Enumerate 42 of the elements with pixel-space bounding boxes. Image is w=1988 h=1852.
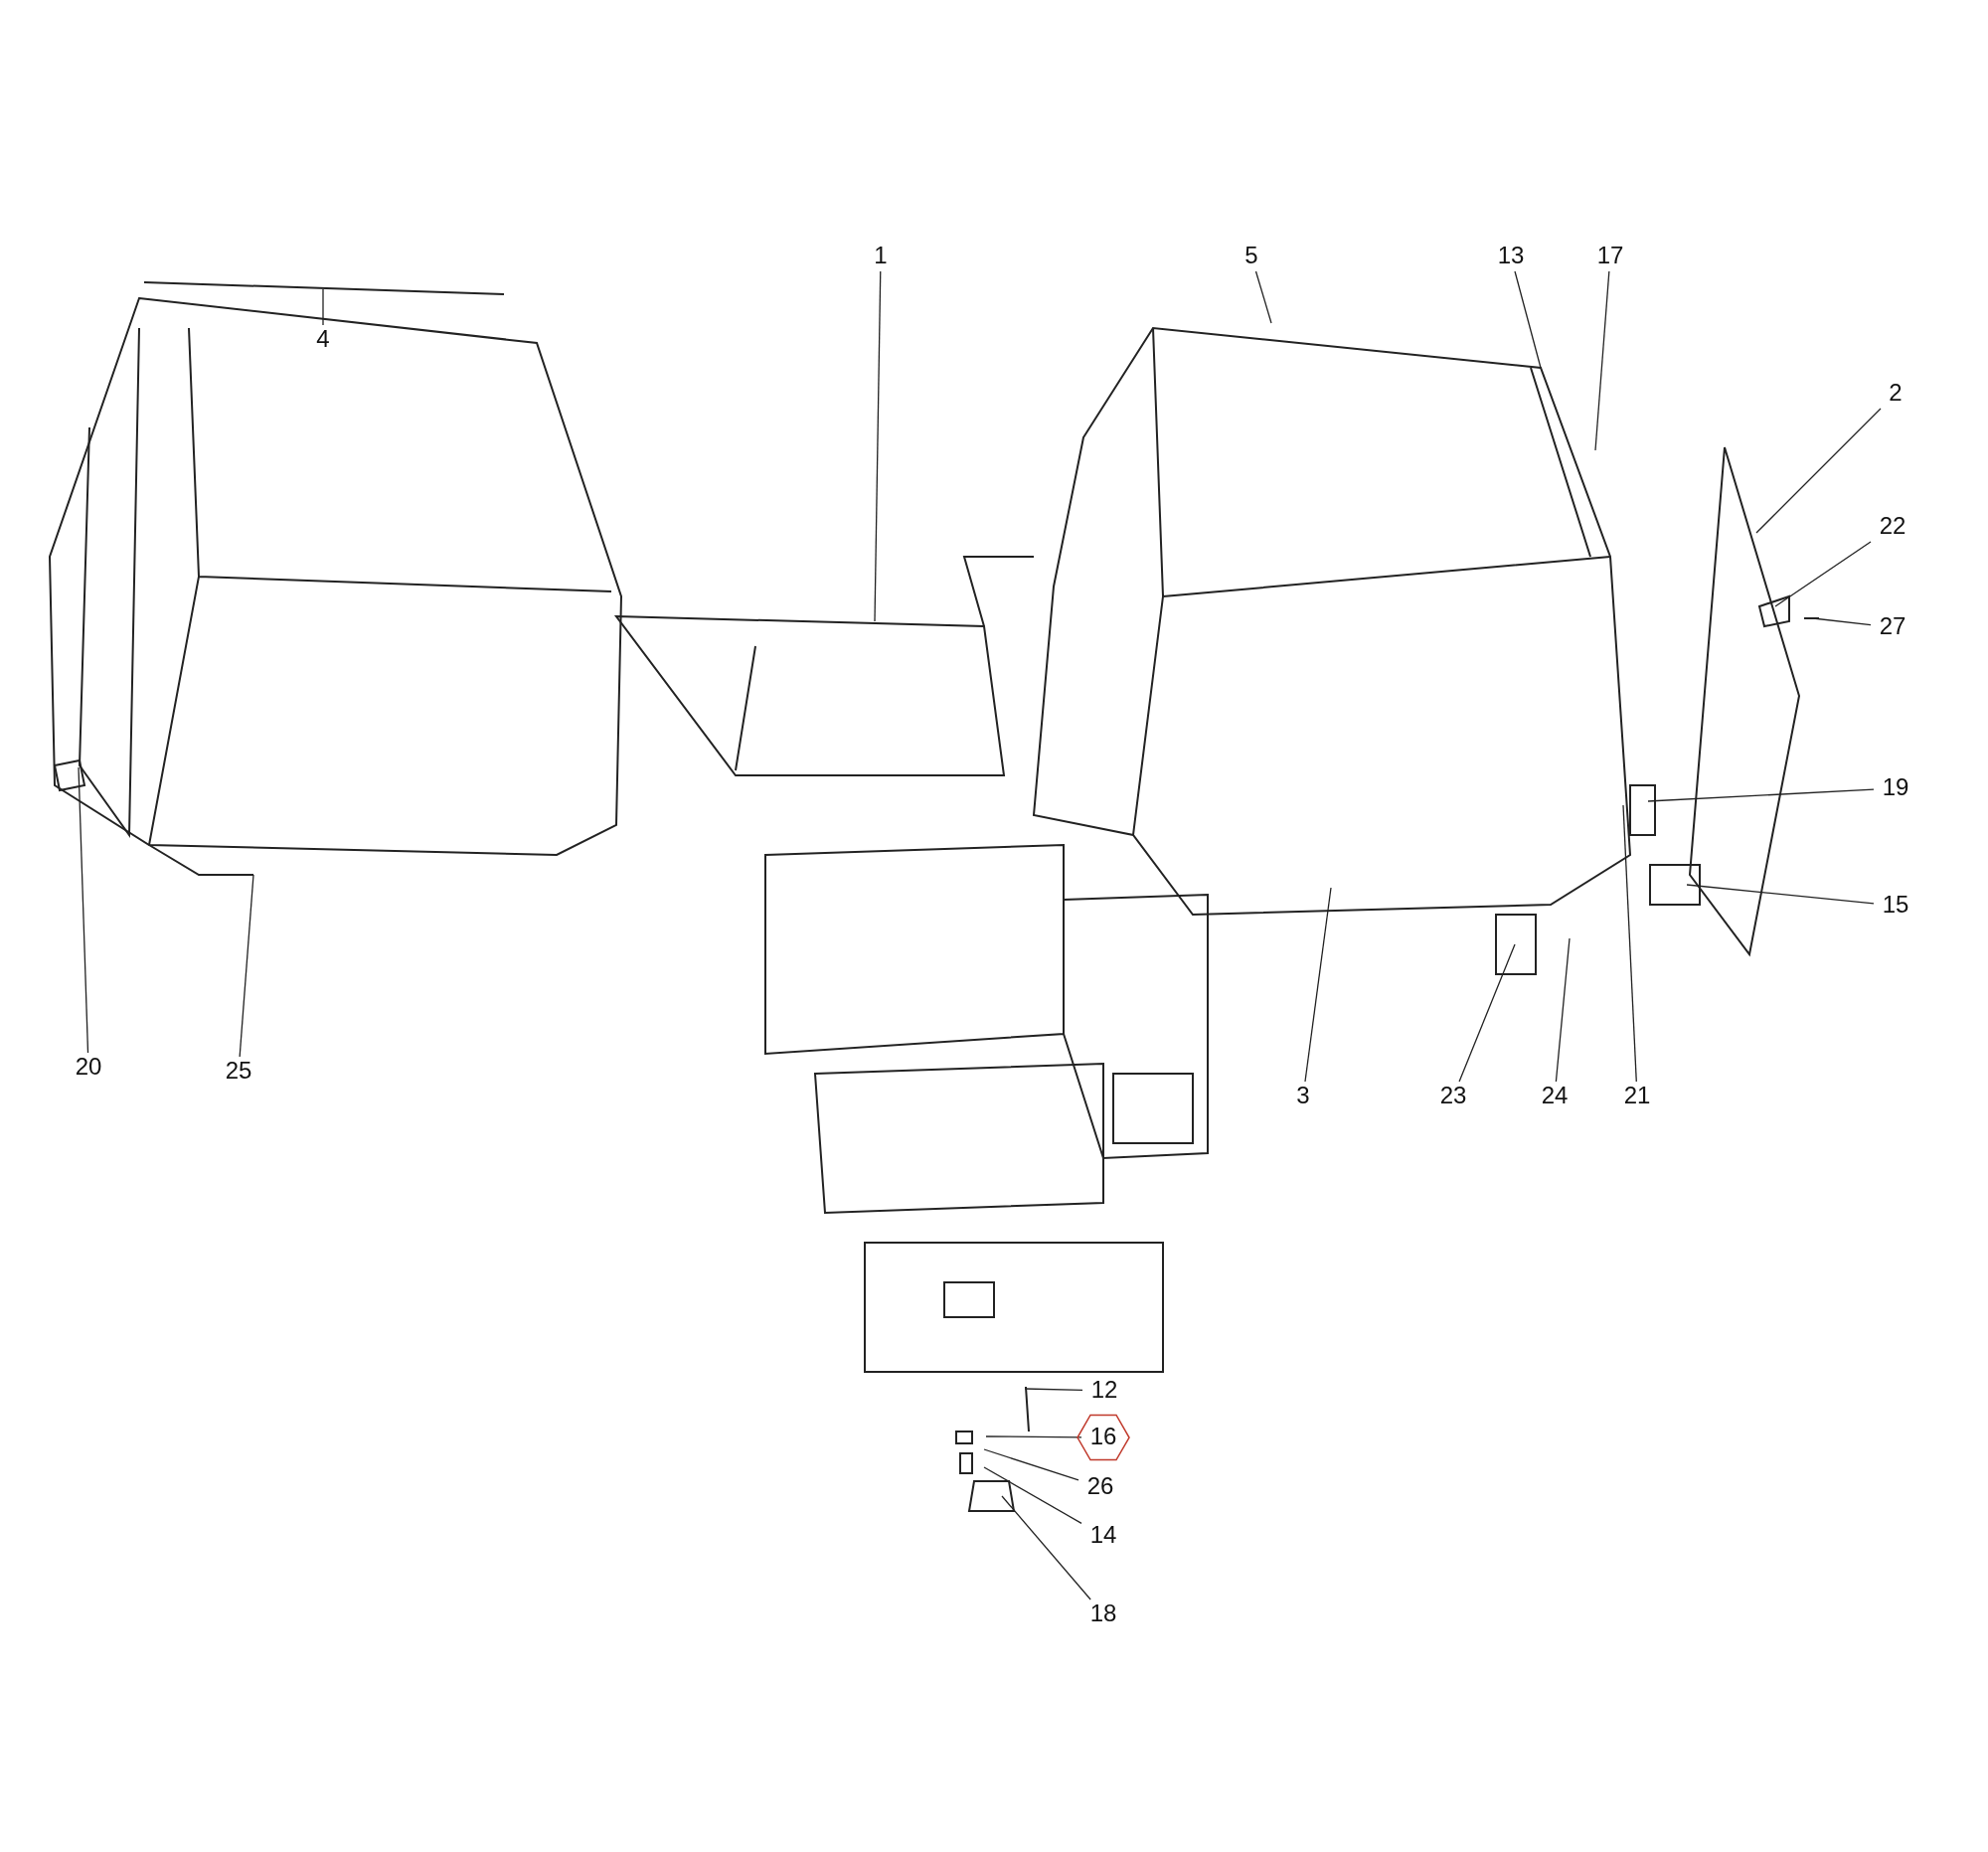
leader-line (983, 1466, 1082, 1524)
callout-number: 26 (1078, 1472, 1122, 1502)
leader-line (1622, 804, 1637, 1083)
leader-line (1594, 270, 1610, 451)
callout-number: 1 (859, 242, 903, 271)
callout-number: 22 (1871, 512, 1914, 542)
callout-number: 23 (1431, 1082, 1475, 1111)
leader-line (1812, 617, 1872, 626)
leader-line (1304, 887, 1332, 1083)
leader-line (1774, 541, 1872, 607)
leader-line (1555, 937, 1571, 1083)
callout-number: 16 (1081, 1423, 1125, 1452)
leader-line (985, 1435, 1082, 1438)
leader-line (1024, 1388, 1083, 1392)
callout-number: 12 (1082, 1376, 1126, 1406)
callout-number: 24 (1533, 1082, 1576, 1111)
callout-number: 25 (217, 1057, 260, 1087)
leader-line (239, 874, 254, 1058)
leader-line (874, 270, 882, 622)
callout-number: 20 (67, 1053, 110, 1083)
leader-line (983, 1448, 1079, 1481)
leader-line (78, 766, 89, 1054)
callout-number: 3 (1281, 1082, 1325, 1111)
leader-line (1647, 788, 1875, 802)
leader-line (1686, 884, 1875, 905)
callout-number: 15 (1874, 891, 1917, 921)
callout-number: 21 (1615, 1082, 1659, 1111)
callout-number: 14 (1081, 1521, 1125, 1551)
leader-line (1458, 943, 1516, 1083)
callout-number: 18 (1081, 1599, 1125, 1629)
leader-line (1254, 270, 1272, 324)
callout-number: 13 (1489, 242, 1533, 271)
callout-number: 5 (1230, 242, 1273, 271)
leader-line (322, 288, 324, 326)
callout-number: 19 (1874, 773, 1917, 803)
callout-number: 4 (301, 325, 345, 355)
leader-line (1755, 408, 1882, 534)
callout-number: 27 (1871, 612, 1914, 642)
leader-line (1514, 270, 1542, 369)
leader-line (1001, 1495, 1091, 1600)
callout-number: 17 (1588, 242, 1632, 271)
callout-number: 2 (1874, 379, 1917, 409)
